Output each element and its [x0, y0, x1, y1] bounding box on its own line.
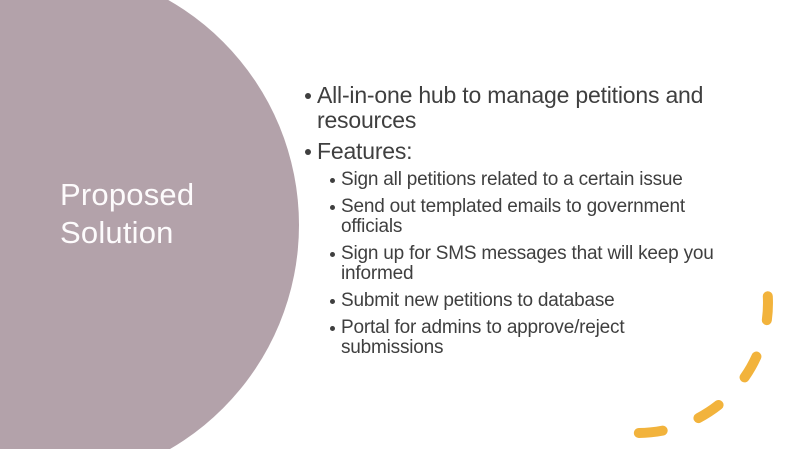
sub-list-item: Sign up for SMS messages that will keep …: [328, 244, 763, 284]
slide-title: Proposed Solution: [60, 177, 195, 250]
sub-list-item-text: Sign all petitions related to a certain …: [341, 169, 683, 190]
list-item: Features:: [303, 139, 763, 164]
sub-list-item-text: Portal for admins to approve/reject subm…: [341, 317, 625, 358]
bullet-list: All-in-one hub to manage petitions and r…: [303, 83, 763, 365]
bullet-dot-icon: [330, 205, 335, 210]
list-item: All-in-one hub to manage petitions and r…: [303, 83, 763, 133]
bullet-dot-icon: [330, 299, 335, 304]
bullet-dot-icon: [330, 178, 335, 183]
bullet-dot-icon: [305, 93, 311, 99]
list-item-text: Features:: [317, 138, 413, 164]
sub-list-item: Sign all petitions related to a certain …: [328, 170, 763, 190]
bullet-dot-icon: [330, 252, 335, 257]
decorative-circle: [0, 0, 299, 449]
sub-list-item: Send out templated emails to government …: [328, 197, 763, 237]
sub-list-item: Portal for admins to approve/reject subm…: [328, 318, 763, 358]
sub-list-item-text: Submit new petitions to database: [341, 290, 615, 311]
sub-list-item-text: Sign up for SMS messages that will keep …: [341, 243, 714, 284]
bullet-dot-icon: [330, 326, 335, 331]
list-item-text: All-in-one hub to manage petitions and r…: [317, 82, 704, 133]
bullet-dot-icon: [305, 149, 311, 155]
sub-list-item-text: Send out templated emails to government …: [341, 196, 685, 237]
sub-list-item: Submit new petitions to database: [328, 291, 763, 311]
